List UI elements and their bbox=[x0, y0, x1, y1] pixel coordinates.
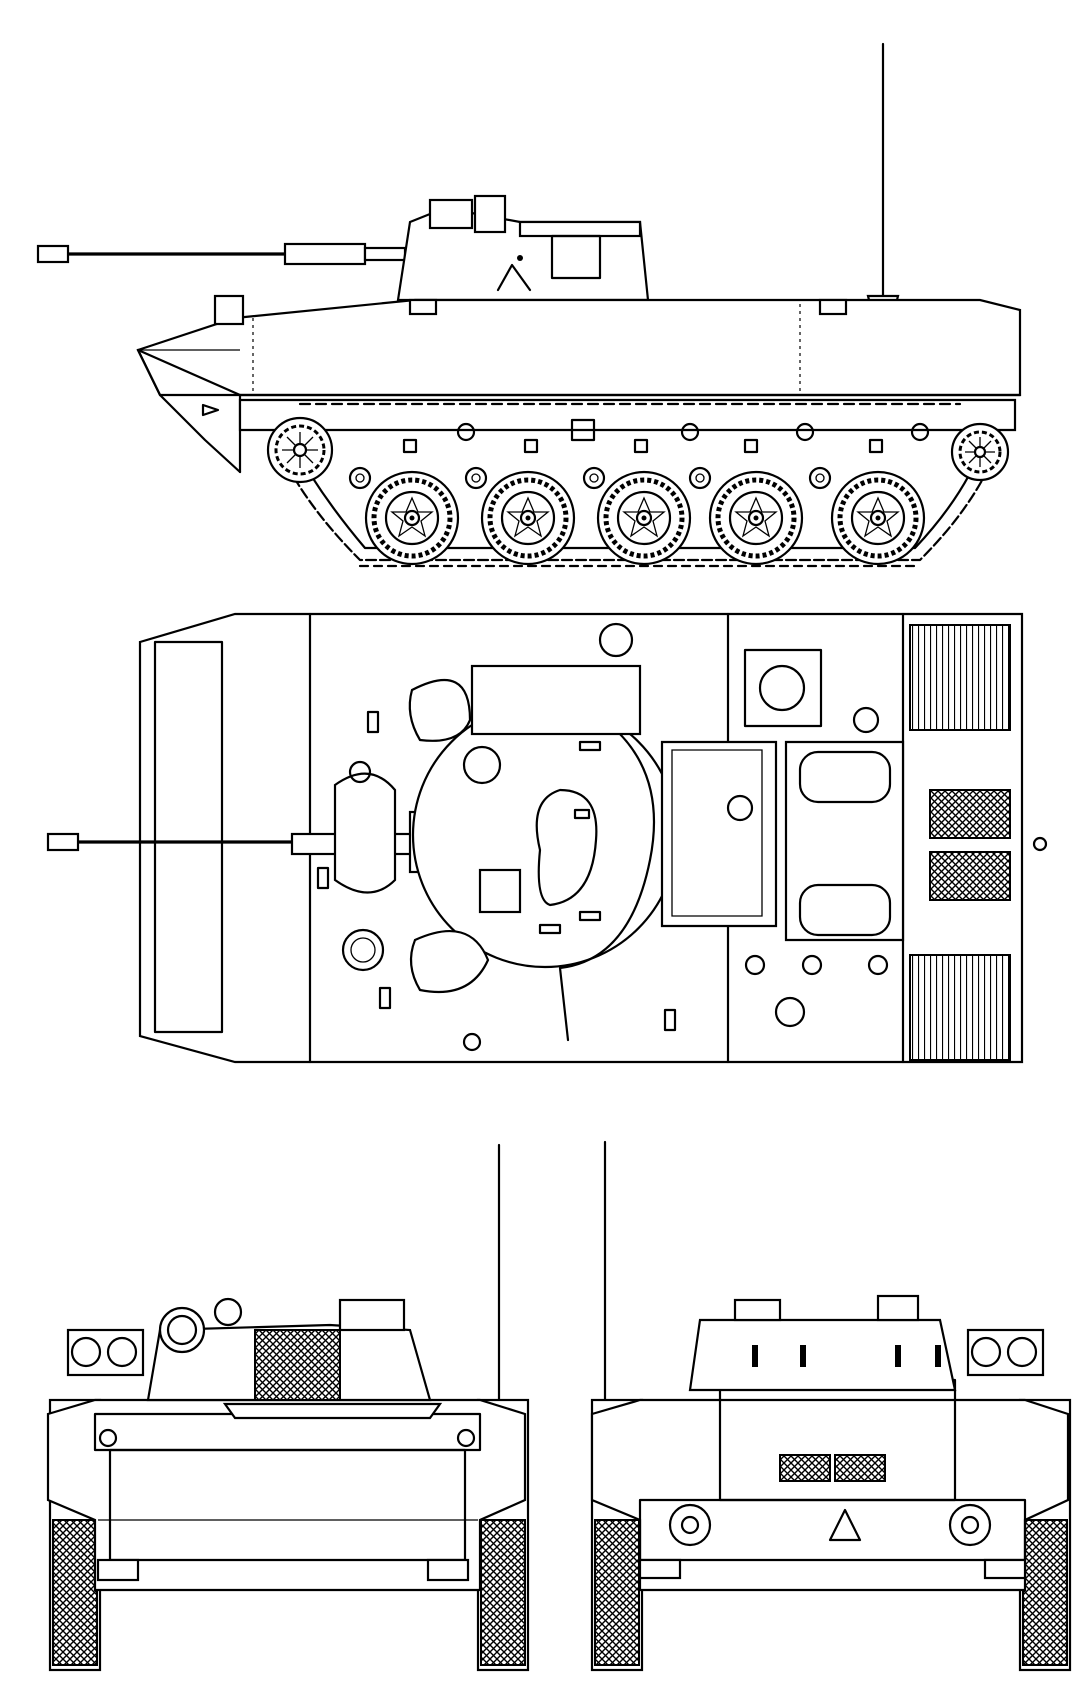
side-view bbox=[36, 42, 1022, 568]
mesh-panel-lower bbox=[929, 851, 1011, 901]
mesh-panel-upper bbox=[929, 789, 1011, 839]
rear-smoke-launchers bbox=[966, 1328, 1045, 1377]
side-turret bbox=[396, 194, 650, 302]
rear-tow-hooks bbox=[668, 1503, 992, 1547]
side-hull bbox=[136, 294, 1022, 474]
front-smoke-launchers bbox=[66, 1328, 145, 1377]
driver-hatch bbox=[408, 678, 472, 742]
side-gun bbox=[36, 242, 407, 266]
front-view bbox=[46, 1143, 530, 1672]
rear-view bbox=[590, 1140, 1072, 1672]
top-glacis-plate bbox=[153, 640, 224, 1034]
drive-sprocket bbox=[266, 416, 334, 484]
hull-side-fittings bbox=[402, 418, 930, 454]
rear-troop-door bbox=[784, 740, 905, 942]
troop-hatch-left bbox=[409, 930, 490, 994]
idler-wheel bbox=[950, 422, 1010, 482]
top-view bbox=[46, 612, 1048, 1064]
top-stowage-box bbox=[470, 664, 642, 736]
engine-grille-bottom bbox=[909, 954, 1011, 1061]
gunner-hatch bbox=[333, 772, 397, 894]
engine-grille-top bbox=[909, 624, 1011, 731]
